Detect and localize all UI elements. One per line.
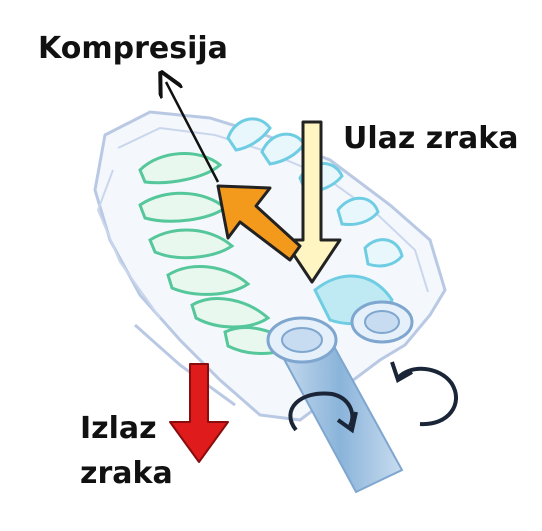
air-out-label-line2: zraka <box>80 457 173 491</box>
rotation-arrow-right <box>392 362 456 424</box>
compression-label: Kompresija <box>38 32 228 66</box>
air-in-label: Ulaz zraka <box>343 122 519 156</box>
air-out-label-line1: Izlaz <box>80 412 157 446</box>
